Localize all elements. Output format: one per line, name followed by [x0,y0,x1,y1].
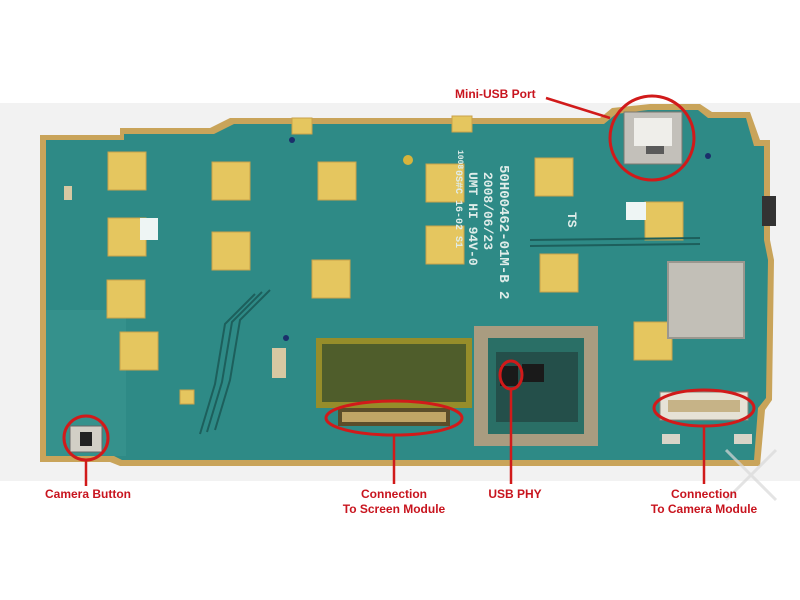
annotation-leaders [84,96,706,486]
svg-text:TS: TS [564,212,579,228]
camera-button-label: Camera Button [45,487,132,501]
via [289,137,295,143]
white-sticker [140,218,158,240]
silkscreen-text: 50H00462-01M-B 2 2008/06/23 UMT HI 94V-0… [452,150,579,299]
svg-text:1008: 1008 [455,150,464,169]
white-sticker [626,202,646,220]
via [705,153,711,159]
usb-phy-label: USB PHY [488,487,542,501]
camera-connector [659,391,752,444]
pcb-traces [199,237,701,435]
mini-usb-port [623,111,683,165]
svg-text:50H00462-01M-B 2: 50H00462-01M-B 2 [495,165,511,299]
small-component [64,186,72,200]
gold-pads [106,115,684,405]
small-component [272,348,286,378]
mini-usb-leader [545,96,611,120]
screen-connector [338,408,450,426]
via [283,335,289,341]
svg-text:2008/06/23: 2008/06/23 [480,172,495,250]
mini-usb-port-label: Mini-USB Port [455,87,536,101]
mini-usb-highlight-circle [608,94,696,182]
test-point [403,155,413,165]
svg-text:UMT HI 94V-0: UMT HI 94V-0 [465,172,480,266]
flex-ribbon [316,338,472,408]
usb-phy-block [474,326,598,446]
shield-can [667,261,745,339]
watermark [724,448,778,502]
svg-text:0S#C 16-02 S1: 0S#C 16-02 S1 [452,170,463,248]
camera-button-component [69,425,103,453]
audio-jack [762,196,776,226]
